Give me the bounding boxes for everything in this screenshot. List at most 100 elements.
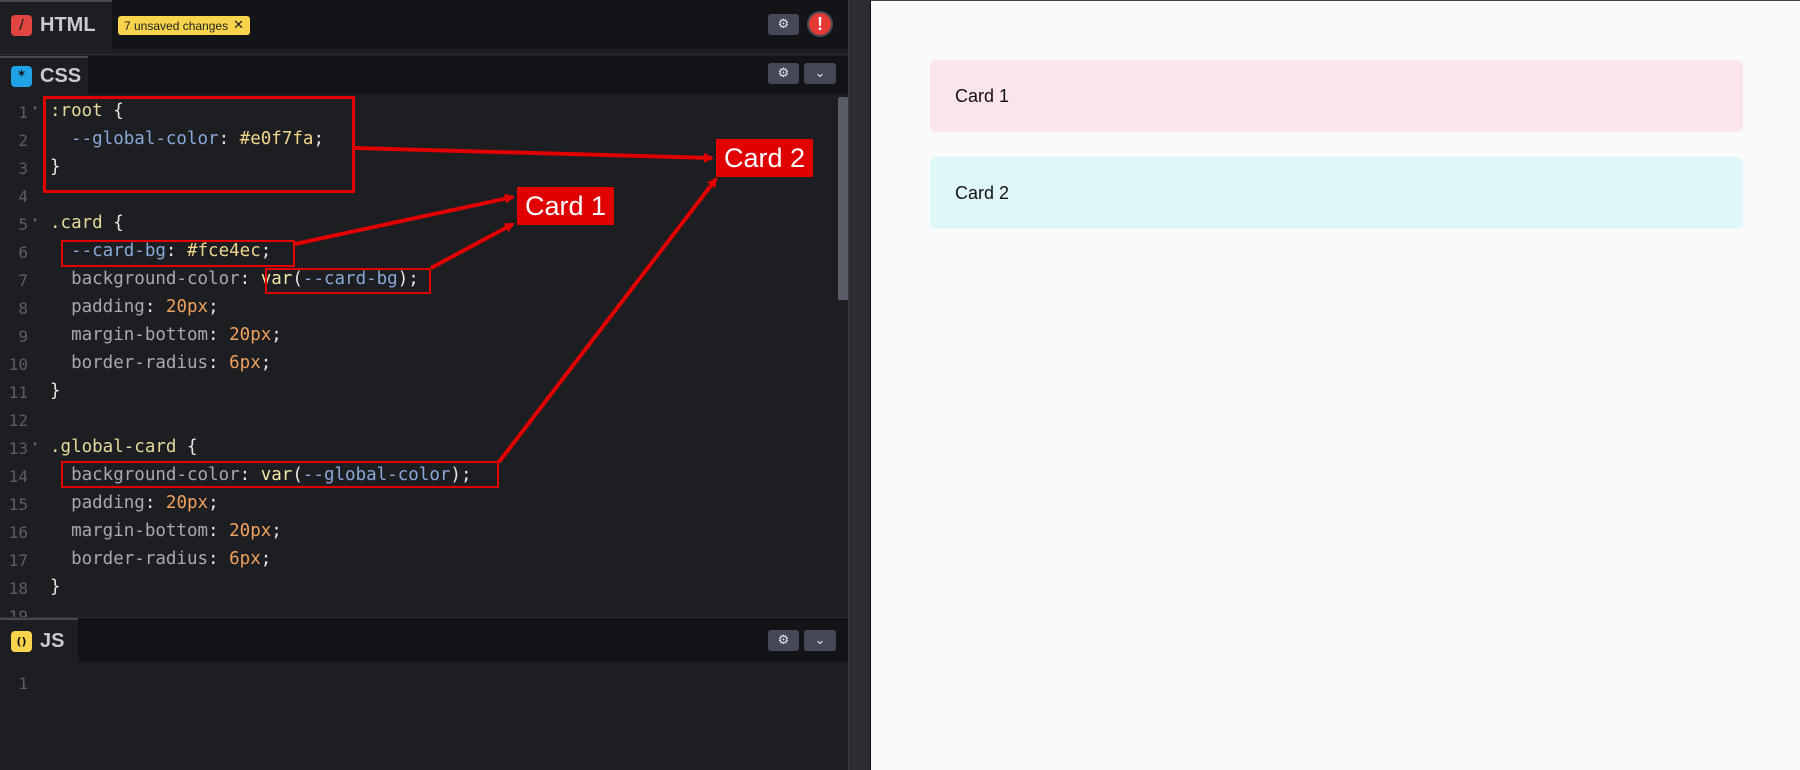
annotation-label-card1: Card 1 — [517, 187, 614, 225]
code-line: :root { — [50, 101, 124, 121]
line-number: 16 — [8, 523, 28, 542]
annotation-box-var-card-bg — [265, 268, 431, 294]
line-number: 13 — [8, 439, 28, 458]
code-line: } — [50, 381, 61, 401]
code-line: 1 — [0, 671, 840, 695]
gutter-row: 9 — [0, 324, 840, 348]
code-line: padding: 20px; — [71, 493, 219, 513]
code-line: background-color: var(--global-color); — [71, 465, 472, 485]
gutter-row: 1▾ — [0, 100, 840, 124]
line-number: 14 — [8, 467, 28, 486]
error-alert-icon[interactable]: ! — [807, 11, 833, 37]
code-line: .card { — [50, 213, 124, 233]
gutter-row: 6 — [0, 240, 840, 264]
gear-icon: ⚙ — [777, 633, 790, 648]
annotation-box-global-card-bg — [61, 461, 499, 488]
js-settings-button[interactable]: ⚙ — [768, 630, 799, 651]
code-line: } — [50, 157, 61, 177]
line-number: 7 — [18, 271, 28, 290]
line-number: 2 — [18, 131, 28, 150]
line-number: 8 — [18, 299, 28, 318]
gutter-row: 4 — [0, 184, 840, 208]
line-number: 12 — [8, 411, 28, 430]
card-2: Card 2 — [930, 157, 1743, 229]
gutter-row: 18 — [0, 576, 840, 600]
gutter-row: 12 — [0, 408, 840, 432]
fold-toggle-icon[interactable]: ▾ — [32, 215, 39, 226]
annotation-box-root — [43, 96, 355, 193]
preview-pane: Card 1 Card 2 — [871, 0, 1800, 770]
gutter-row: 2 — [0, 128, 840, 152]
tab-html[interactable]: / HTML — [0, 0, 112, 49]
code-line: .global-card { — [50, 437, 198, 457]
css-pane-header: * CSS ⚙ ⌄ — [0, 56, 848, 94]
fold-toggle-icon[interactable]: ▾ — [32, 439, 39, 450]
line-number: 9 — [18, 327, 28, 346]
unsaved-changes-text: 7 unsaved changes — [124, 18, 229, 33]
line-number: 6 — [18, 243, 28, 262]
line-number: 1 — [18, 674, 28, 693]
gutter-row: 8 — [0, 296, 840, 320]
line-number: 17 — [8, 551, 28, 570]
card-2-text: Card 2 — [955, 182, 1010, 203]
js-tab-label: JS — [40, 630, 65, 652]
code-line: --card-bg: #fce4ec; — [71, 241, 272, 261]
gutter-row: 5▾ — [0, 212, 840, 236]
gutter-row: 15 — [0, 492, 840, 516]
pane-resize-handle[interactable] — [848, 0, 871, 770]
fold-toggle-icon[interactable]: ▾ — [32, 103, 39, 114]
html-collapsed-area — [0, 49, 848, 55]
line-number: 3 — [18, 159, 28, 178]
line-number: 1 — [18, 103, 28, 122]
gutter-row: 13 ▾ — [0, 436, 840, 460]
code-line: border-radius: 6px; — [71, 353, 272, 373]
gutter-row: 3 — [0, 156, 840, 180]
line-number: 5 — [18, 215, 28, 234]
chevron-down-icon: ⌄ — [814, 66, 826, 81]
code-line: border-radius: 6px; — [71, 549, 272, 569]
close-icon[interactable]: ✕ — [233, 18, 244, 33]
chevron-down-icon: ⌄ — [814, 633, 826, 648]
gear-icon: ⚙ — [777, 17, 790, 32]
line-number: 10 — [8, 355, 28, 374]
code-line: --global-color: #e0f7fa; — [71, 129, 324, 149]
css-collapse-button[interactable]: ⌄ — [804, 63, 836, 84]
gutter-row: 17 — [0, 548, 840, 572]
code-editor: / HTML 7 unsaved changes ✕ ⚙ ! * CSS ⚙ ⌄… — [0, 0, 848, 770]
html-tab-label: HTML — [40, 14, 96, 36]
js-collapse-button[interactable]: ⌄ — [804, 630, 836, 651]
line-number: 18 — [8, 579, 28, 598]
braces-icon: () — [11, 631, 32, 652]
annotation-label-card2: Card 2 — [716, 139, 813, 177]
line-number: 15 — [8, 495, 28, 514]
line-number: 4 — [18, 187, 28, 206]
code-line: } — [50, 577, 61, 597]
line-number: 11 — [8, 383, 28, 402]
card-1: Card 1 — [930, 60, 1743, 132]
html-pane-header: / HTML 7 unsaved changes ✕ ⚙ ! — [0, 0, 848, 49]
code-line: margin-bottom: 20px; — [71, 521, 282, 541]
js-pane-header: () JS ⚙ ⌄ — [0, 617, 848, 663]
code-line: background-color: var(--card-bg); — [71, 269, 419, 289]
css-tab-label: CSS — [40, 64, 82, 87]
tab-js[interactable]: () JS — [0, 618, 78, 663]
slash-icon: / — [11, 15, 32, 36]
css-scrollbar-thumb[interactable] — [838, 97, 848, 300]
gutter-row: 7 — [0, 268, 840, 292]
gutter-row: 16 — [0, 520, 840, 544]
html-settings-button[interactable]: ⚙ — [768, 14, 799, 35]
gutter-row: 10 — [0, 352, 840, 376]
js-code-area[interactable]: 1 — [0, 668, 848, 770]
tab-css[interactable]: * CSS — [0, 56, 88, 94]
gear-icon: ⚙ — [777, 66, 790, 81]
code-line: margin-bottom: 20px; — [71, 325, 282, 345]
code-line: padding: 20px; — [71, 297, 219, 317]
card-1-text: Card 1 — [955, 85, 1010, 106]
css-settings-button[interactable]: ⚙ — [768, 63, 799, 84]
gutter-row: 14 — [0, 464, 840, 488]
gutter-row: 11 — [0, 380, 840, 404]
annotation-box-card-bg — [61, 240, 295, 267]
asterisk-icon: * — [11, 65, 32, 87]
unsaved-changes-badge[interactable]: 7 unsaved changes ✕ — [118, 16, 250, 35]
